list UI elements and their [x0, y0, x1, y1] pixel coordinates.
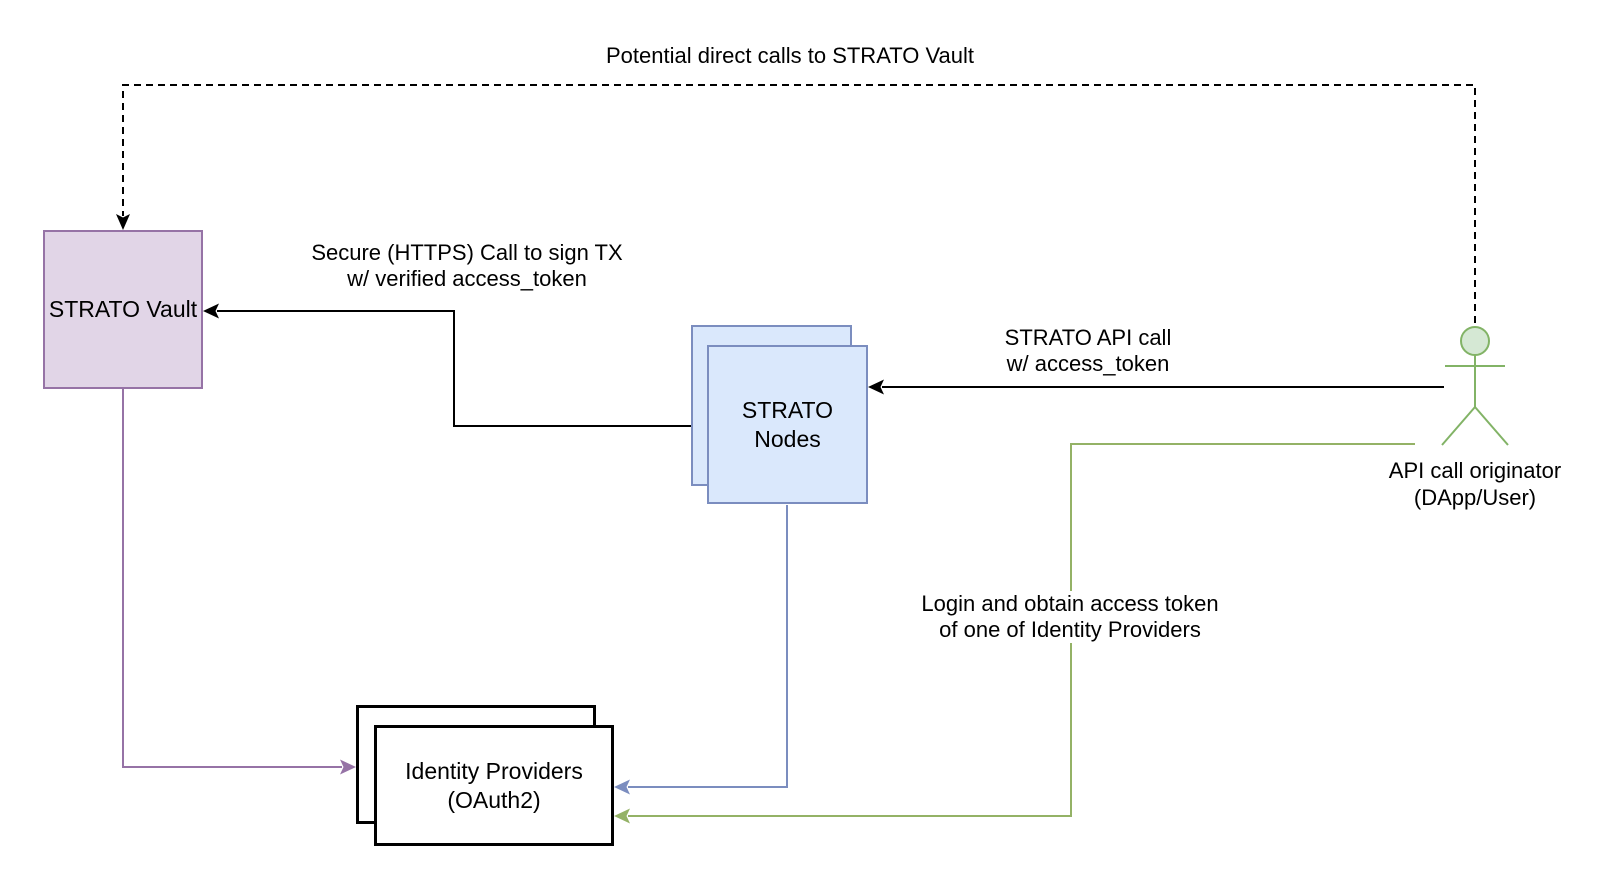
node-strato-nodes: STRATO Nodes	[707, 345, 868, 504]
edge-label-secure-call-line2: w/ verified access_token	[347, 266, 587, 291]
node-strato-nodes-label-line1: STRATO	[741, 396, 834, 423]
edge-secure-call-arrowhead	[203, 303, 219, 319]
edge-vault-to-idp-arrowhead	[340, 759, 356, 775]
edge-secure-call	[203, 303, 707, 427]
edge-label-secure-call-line1: Secure (HTTPS) Call to sign TX	[311, 240, 623, 265]
edge-direct-calls-arrowhead	[116, 214, 130, 230]
edge-label-direct-calls: Potential direct calls to STRATO Vault	[606, 43, 974, 69]
node-strato-vault-label: STRATO Vault	[48, 296, 198, 322]
node-identity-providers-label: Identity Providers (OAuth2)	[405, 757, 583, 815]
node-identity-providers-label-line2: (OAuth2)	[447, 786, 541, 813]
edge-direct-calls	[116, 84, 1476, 323]
edge-nodes-to-idp	[614, 505, 788, 795]
actor-label-line1: API call originator	[1388, 458, 1562, 483]
edge-label-login-line2: of one of Identity Providers	[939, 617, 1201, 642]
edge-label-login-line1: Login and obtain access token	[921, 591, 1219, 616]
edge-label-secure-call: Secure (HTTPS) Call to sign TX w/ verifi…	[311, 240, 622, 292]
edge-nodes-to-idp-line	[628, 505, 788, 788]
node-identity-providers-label-line1: Identity Providers	[405, 757, 583, 784]
actor-leg-left	[1441, 406, 1476, 446]
edge-login-arrowhead	[614, 808, 630, 824]
node-strato-nodes-label-line2: Nodes	[754, 425, 821, 452]
edge-label-direct-calls-text: Potential direct calls to STRATO Vault	[605, 43, 975, 68]
edge-api-call	[868, 379, 1444, 395]
edge-label-login: Login and obtain access token of one of …	[917, 591, 1223, 643]
node-strato-nodes-label: STRATO Nodes	[742, 396, 833, 454]
edge-vault-to-idp	[122, 389, 356, 775]
node-strato-vault: STRATO Vault	[43, 230, 203, 389]
edge-api-call-arrowhead	[868, 379, 884, 395]
edge-label-api-call: STRATO API call w/ access_token	[1005, 325, 1172, 377]
actor-label: API call originator (DApp/User)	[1389, 457, 1561, 511]
actor-figure	[1441, 326, 1509, 446]
actor-head	[1460, 326, 1490, 356]
edge-vault-to-idp-line	[122, 389, 342, 768]
edge-label-api-call-line1: STRATO API call	[1004, 325, 1172, 350]
edge-label-api-call-line2: w/ access_token	[1006, 351, 1170, 376]
actor-label-line2: (DApp/User)	[1413, 485, 1537, 510]
edge-secure-call-line	[217, 310, 707, 427]
edge-nodes-to-idp-arrowhead	[614, 779, 630, 795]
actor-leg-right	[1474, 406, 1509, 446]
edge-direct-calls-line	[122, 84, 1476, 323]
node-identity-providers: Identity Providers (OAuth2)	[374, 725, 614, 846]
